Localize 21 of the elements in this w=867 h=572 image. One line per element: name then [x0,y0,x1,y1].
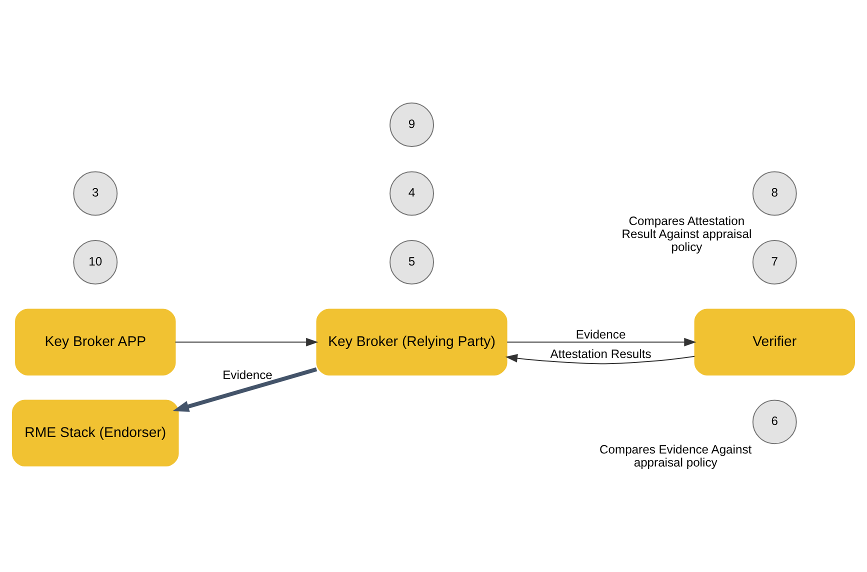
node-box: Key Broker APP [15,308,176,375]
node-circle: 5 [390,240,434,284]
node-label: Compares Attestation Result Against appraisal policy [622,213,752,254]
node-circle: 4 [390,170,434,216]
node-circle: 6 [752,399,797,444]
node-circle: 3 [73,170,118,216]
node-circle: 9 [390,102,434,146]
edge-label: Evidence [222,368,272,382]
arrow [507,337,696,346]
node-box: RME Stack (Endorser) [12,399,179,466]
arrow [175,337,318,346]
node-box: Verifier [694,308,855,375]
node-circle: 10 [73,240,118,284]
node-label: Compares Evidence Against appraisal policy [600,442,752,470]
arrow [505,354,695,364]
edge-label: Evidence [576,327,626,342]
edge-label: Attestation Results [550,346,652,360]
node-circle: 8 [752,170,797,216]
node-circle: 7 [752,240,797,284]
node-box: Key Broker (Relying Party) [316,308,508,375]
arrow [172,366,318,412]
